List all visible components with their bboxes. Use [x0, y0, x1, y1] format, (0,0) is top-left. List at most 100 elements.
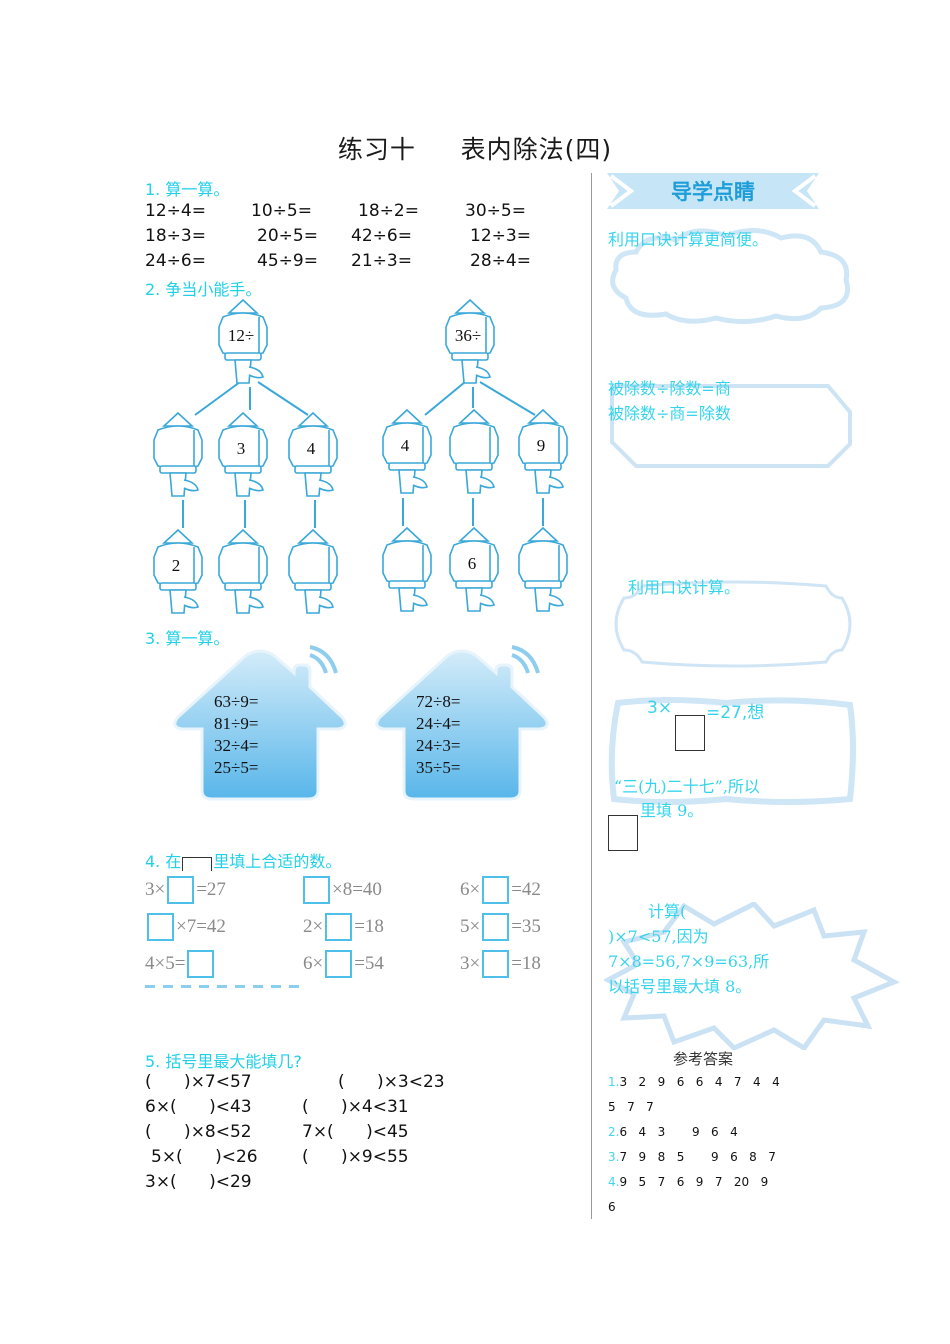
- inequality-item[interactable]: ( )×4<31: [302, 1097, 409, 1117]
- answer-row: 1.3 2 9 6 6 4 7 4 4: [608, 1075, 780, 1089]
- answer-values: 6: [608, 1200, 616, 1214]
- scalloped-frame: [614, 580, 852, 668]
- inequality-item[interactable]: ( )×7<57: [145, 1072, 252, 1092]
- fill-equation: 3× =18: [460, 950, 541, 978]
- section-3-heading: 3. 算一算。: [145, 629, 230, 648]
- answer-box[interactable]: [147, 913, 174, 941]
- section-1-row: 24÷6= 45÷9= 21÷3= 28÷4=: [0, 249, 600, 274]
- equation: 42÷6=: [351, 226, 412, 246]
- answer-values: 3 2 9 6 6 4 7 4 4: [619, 1075, 780, 1089]
- equation-part: 4×5=: [145, 953, 186, 974]
- house-right: 72÷8= 24÷4= 24÷3= 35÷5=: [372, 645, 552, 805]
- answer-box[interactable]: [482, 876, 510, 904]
- fill-equation: 3× =27: [145, 876, 226, 904]
- lantern-icon: [218, 298, 268, 384]
- lantern-bottom: [213, 527, 273, 627]
- lantern-middle: 4: [377, 407, 437, 507]
- equation: 20÷5=: [257, 226, 318, 246]
- wavy-frame: [608, 697, 856, 805]
- answer-box[interactable]: [187, 950, 215, 978]
- section-2-heading: 2. 争当小能手。: [145, 280, 262, 299]
- lantern-middle: 9: [513, 407, 573, 507]
- answer-box[interactable]: [325, 913, 353, 941]
- tip-text: 计算(: [648, 902, 687, 921]
- lantern-middle: 3: [213, 410, 273, 510]
- fill-equation: 5× =35: [460, 913, 541, 941]
- lantern-icon: [449, 526, 499, 612]
- equation-part: 3×: [460, 953, 481, 974]
- inequality-item[interactable]: ( )×9<55: [302, 1147, 409, 1167]
- tip-text: 7×8=56,7×9=63,所: [608, 952, 770, 971]
- lantern-top-left: 12÷: [213, 297, 273, 397]
- lantern-icon: [382, 408, 432, 494]
- inequality-item[interactable]: ( )×8<52: [145, 1122, 252, 1142]
- answer-box[interactable]: [303, 876, 330, 904]
- lantern-label: 6: [467, 554, 477, 573]
- inequality-item[interactable]: 3×( )<29: [145, 1172, 252, 1192]
- equation-part: =54: [354, 953, 384, 974]
- answer-box[interactable]: [167, 876, 195, 904]
- equation: 25÷5=: [214, 758, 259, 777]
- equation: 24÷4=: [416, 714, 461, 733]
- tip-text: 利用口诀计算更简便。: [608, 230, 769, 249]
- equation-part: 6×: [460, 879, 481, 900]
- equation-part: 5×: [460, 916, 481, 937]
- equation-part: 2×: [303, 916, 324, 937]
- lantern-label: 36÷: [454, 326, 482, 345]
- answer-row: 3.7 9 8 5 9 6 8 7: [608, 1150, 776, 1164]
- house-icon: [375, 645, 549, 801]
- answers-title: 参考答案: [673, 1050, 734, 1068]
- equation: 32÷4=: [214, 736, 259, 755]
- inequality-item[interactable]: 6×( )<43: [145, 1097, 252, 1117]
- equation-part: ×8=40: [332, 879, 382, 900]
- blank-box: [675, 715, 705, 751]
- lantern-bottom: 6: [444, 525, 504, 625]
- lantern-icon: [153, 411, 203, 497]
- equation: 18÷2=: [358, 201, 419, 221]
- answer-values: 5 7 7: [608, 1100, 654, 1114]
- lantern-bottom: 2: [148, 527, 208, 627]
- house-left: 63÷9= 81÷9= 32÷4= 25÷5=: [170, 645, 350, 805]
- equation-part: =42: [511, 879, 541, 900]
- section-4-heading: 4. 在 里填上合适的数。: [145, 848, 341, 872]
- lantern-icon: [218, 528, 268, 614]
- banner-title: 导学点睛: [671, 180, 755, 204]
- equation: 63÷9=: [214, 692, 259, 711]
- equation: 24÷6=: [145, 251, 206, 271]
- equation-part: 3×: [145, 879, 166, 900]
- blank-box: [608, 815, 638, 851]
- lantern-icon: [518, 408, 568, 494]
- equation: 10÷5=: [251, 201, 312, 221]
- fill-equation: ×8=40: [301, 876, 382, 904]
- answer-values: 6 4 3 9 6 4: [619, 1125, 738, 1139]
- equation: 28÷4=: [470, 251, 531, 271]
- answer-number: 1.: [608, 1075, 620, 1089]
- lantern-label: 2: [171, 556, 181, 575]
- lantern-label: 4: [306, 439, 316, 458]
- lantern-icon: [445, 298, 495, 384]
- answer-box[interactable]: [482, 913, 510, 941]
- fill-equation: 6× =42: [460, 876, 541, 904]
- lantern-icon: [518, 526, 568, 612]
- inequality-item[interactable]: ( )×3<23: [338, 1072, 445, 1092]
- lantern-bottom: [283, 527, 343, 627]
- inequality-item[interactable]: 7×( )<45: [302, 1122, 409, 1142]
- answer-values: 7 9 8 5 9 6 8 7: [619, 1150, 776, 1164]
- answer-row: 4.9 5 7 6 9 7 20 9: [608, 1175, 768, 1189]
- equation-part: =18: [511, 953, 541, 974]
- equation-part: =35: [511, 916, 541, 937]
- lantern-icon: [218, 411, 268, 497]
- starburst-frame: [604, 902, 900, 1050]
- tip-text: =27,想: [706, 703, 765, 723]
- section-1-heading: 1. 算一算。: [145, 180, 230, 199]
- equation: 24÷3=: [416, 736, 461, 755]
- banner-ribbon: [607, 173, 819, 209]
- inequality-item[interactable]: 5×( )<26: [151, 1147, 258, 1167]
- answer-box[interactable]: [325, 950, 353, 978]
- answer-box[interactable]: [482, 950, 510, 978]
- lantern-icon: [288, 411, 338, 497]
- equation-part: =18: [354, 916, 384, 937]
- equation-part: =27: [196, 879, 226, 900]
- equation: 18÷3=: [145, 226, 206, 246]
- equation: 81÷9=: [214, 714, 259, 733]
